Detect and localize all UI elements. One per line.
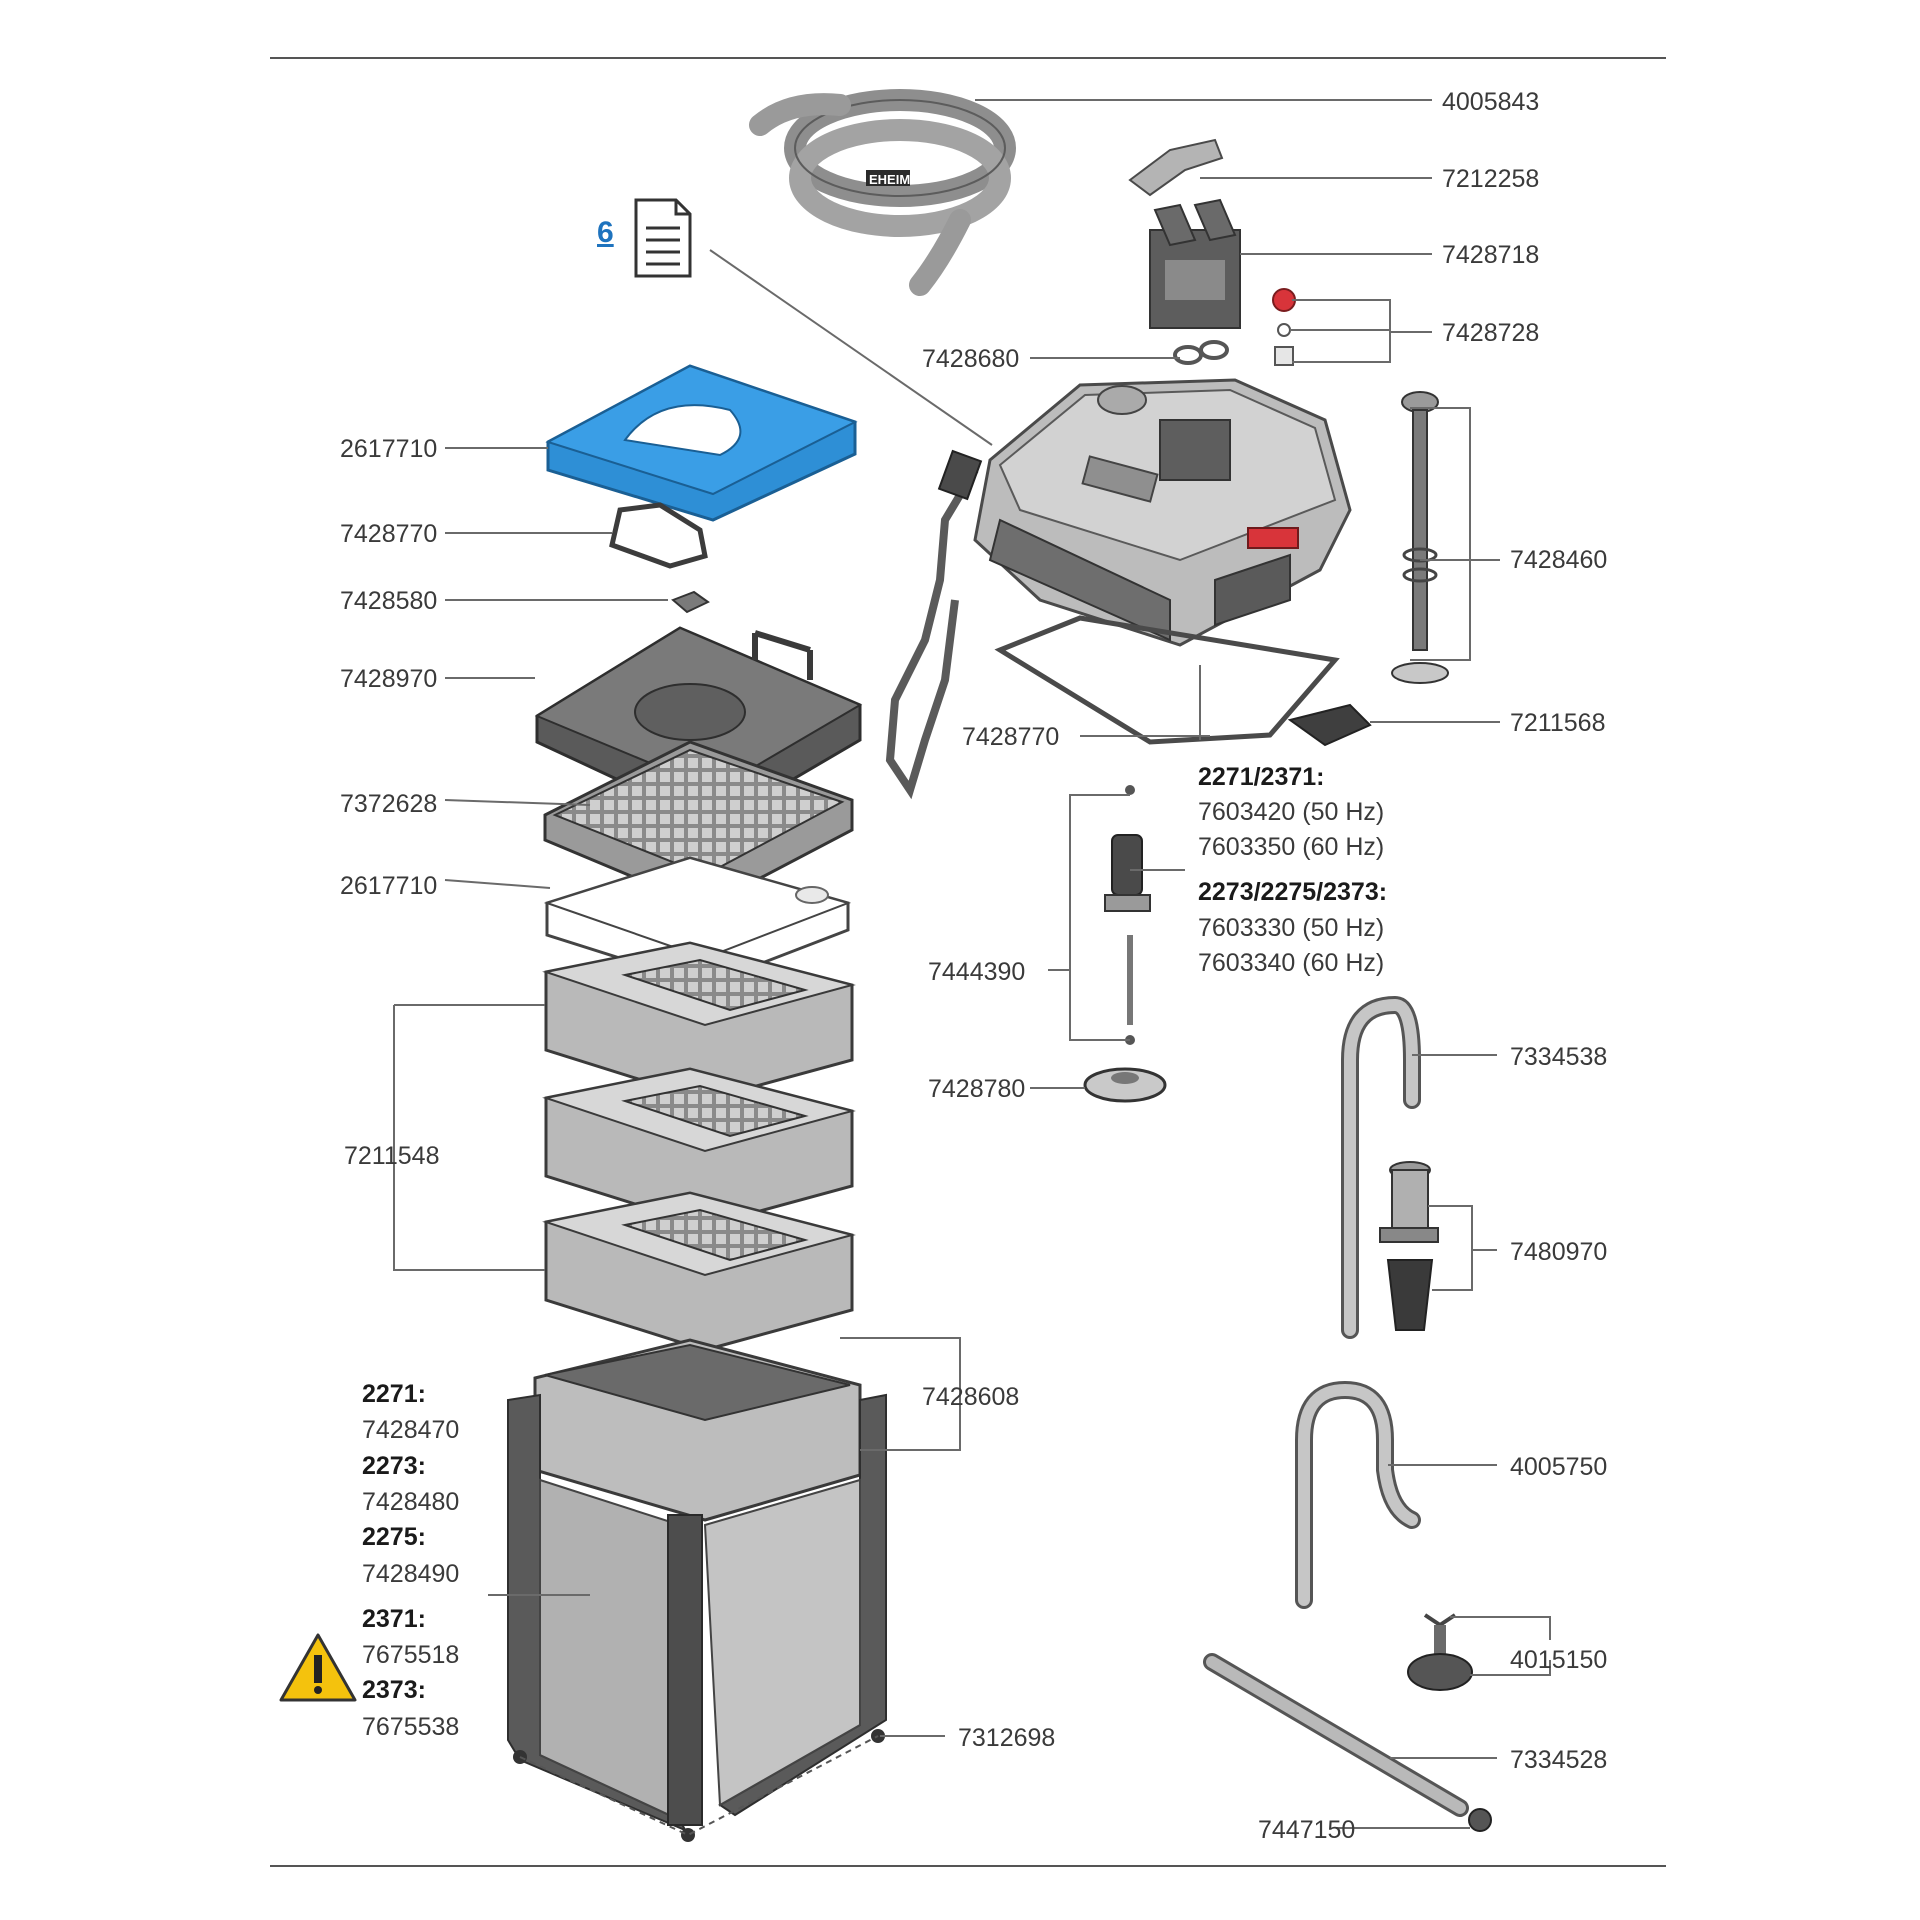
canister-feet (513, 1729, 885, 1842)
label-impeller-shaft: 7444390 (928, 958, 1025, 986)
impeller-group-a-title: 2271/2371: (1198, 763, 1325, 791)
pressure-valve (1272, 288, 1296, 366)
canister-variant-part: 7675538 (362, 1713, 459, 1741)
canister-variant-part: 7428480 (362, 1488, 459, 1516)
clip (1128, 138, 1224, 197)
impeller-group-a-50: 7603420 (50 Hz) (1198, 798, 1384, 826)
label-top-basket: 7428970 (340, 665, 437, 693)
hose-coil: EHEIM (749, 89, 1016, 296)
pump-head-seal-ring (994, 615, 1340, 745)
label-baskets: 7211548 (344, 1142, 439, 1170)
canister-variant-model: 2271: (362, 1380, 426, 1408)
impeller-group-b-title: 2273/2275/2373: (1198, 878, 1387, 906)
canister-variant-model: 2371: (362, 1605, 426, 1633)
label-feet: 7312698 (958, 1724, 1055, 1752)
canister-variant-model: 2273: (362, 1452, 426, 1480)
label-valve-stem: 7428460 (1510, 546, 1607, 574)
leader-lines (393, 99, 1551, 1829)
blue-filter-pad (545, 364, 858, 522)
label-end-cap: 7447150 (1258, 1816, 1355, 1844)
filter-basket-2 (542, 1067, 856, 1228)
label-connector-seal: 7428680 (922, 345, 1019, 373)
canister-variants: 2271: 7428470 2273: 7428480 2275: 742849… (362, 1380, 459, 1741)
canister-variant-part: 7675518 (362, 1641, 459, 1669)
lid-seal-ring-1 (609, 502, 708, 569)
label-pressure-valve: 7428728 (1442, 319, 1539, 347)
intake-pipe (1341, 995, 1421, 1339)
label-impeller-cover: 7428780 (928, 1075, 1025, 1103)
end-cap (1468, 1808, 1492, 1832)
latch (671, 590, 710, 614)
strainer (1379, 1161, 1439, 1331)
sieve-plate (543, 740, 854, 909)
canister-variant-model: 2373: (362, 1676, 426, 1704)
impeller-variants: 2271/2371: 7603420 (50 Hz) 7603350 (60 H… (1198, 763, 1387, 977)
label-sieve-plate: 7372628 (340, 790, 437, 818)
label-clip: 7212258 (1442, 165, 1539, 193)
label-connector-block: 7428718 (1442, 241, 1539, 269)
label-basket-frame: 7428608 (922, 1383, 1019, 1411)
impeller-group-b-50: 7603330 (50 Hz) (1198, 914, 1384, 942)
label-spray-bar: 7334528 (1510, 1746, 1607, 1774)
label-latch: 7428580 (340, 587, 437, 615)
part-labels: 4005843 7212258 7428718 7428728 7428680 … (340, 88, 1607, 1844)
pump-head (973, 378, 1352, 647)
label-blue-pad: 2617710 (340, 435, 437, 463)
canister (507, 1338, 887, 1832)
connector-seal (1173, 340, 1229, 365)
valve-stem (1391, 391, 1449, 684)
canister-variant-part: 7428490 (362, 1560, 459, 1588)
impeller-assembly (1104, 785, 1151, 1045)
document-icon[interactable] (634, 198, 692, 278)
impeller-cover (1083, 1067, 1167, 1103)
connector-block (1149, 198, 1241, 329)
power-cord (885, 449, 983, 800)
label-pump-head-seal: 7428770 (962, 723, 1059, 751)
impeller-group-a-60: 7603350 (60 Hz) (1198, 833, 1384, 861)
white-filter-pad (543, 856, 852, 987)
label-hose: 4005843 (1442, 88, 1539, 116)
hose-brand-label: EHEIM (869, 172, 910, 187)
manual-link-number[interactable]: 6 (597, 216, 614, 249)
warning-icon (279, 1633, 357, 1702)
label-intake-pipe: 7334538 (1510, 1043, 1607, 1071)
label-suction-cup: 4015150 (1510, 1646, 1607, 1674)
filter-basket-3 (542, 1191, 856, 1352)
label-lid-seal-ring: 7428770 (340, 520, 437, 548)
label-white-pad: 2617710 (340, 872, 437, 900)
label-switch-part: 7211568 (1510, 709, 1605, 737)
manual-link[interactable]: 6 (597, 198, 692, 278)
label-outlet-pipe: 4005750 (1510, 1453, 1607, 1481)
label-strainer: 7480970 (1510, 1238, 1607, 1266)
canister-variant-part: 7428470 (362, 1416, 459, 1444)
impeller-group-b-60: 7603340 (60 Hz) (1198, 949, 1384, 977)
outlet-pipe (1295, 1380, 1421, 1609)
filter-basket-1 (542, 941, 856, 1102)
canister-variant-model: 2275: (362, 1523, 426, 1551)
spray-bar (1203, 1653, 1469, 1817)
switch-part (1287, 703, 1372, 747)
suction-cup (1407, 1613, 1473, 1691)
